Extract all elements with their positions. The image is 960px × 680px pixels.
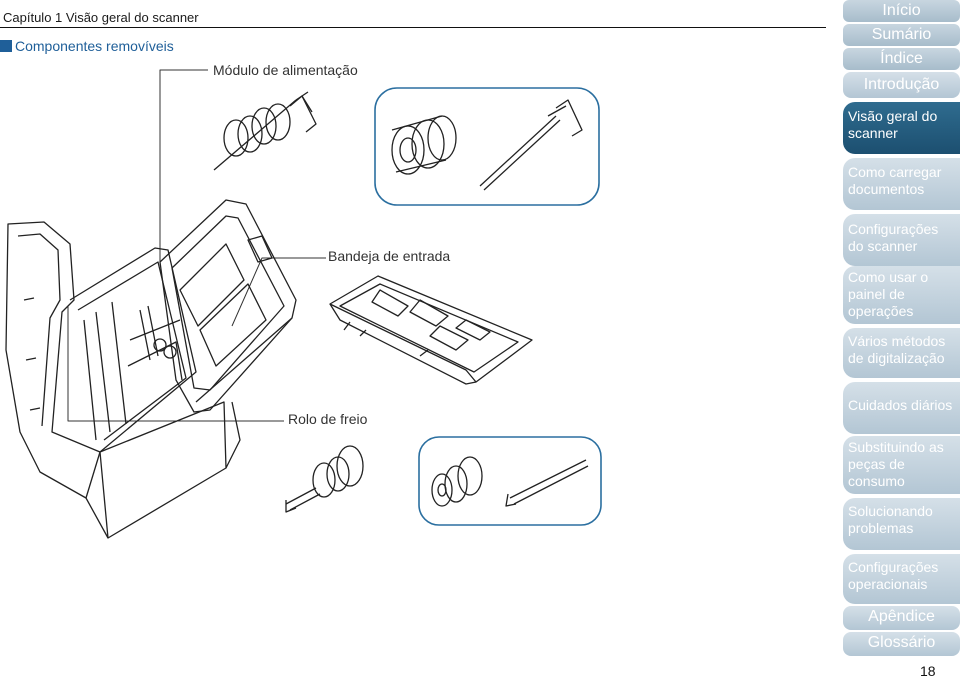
nav-daily-care[interactable]: Cuidados diários [843, 382, 960, 434]
nav-contents[interactable]: Sumário [843, 24, 960, 46]
nav-appendix[interactable]: Apêndice [843, 606, 960, 630]
callout-feed-module: Módulo de alimentação [213, 62, 358, 78]
section-marker-icon [0, 40, 12, 52]
brake-roller-detail-icon [431, 456, 589, 507]
nav-home[interactable]: Início [843, 0, 960, 22]
nav-replacing-consumables[interactable]: Substituindo as peças de consumo [843, 436, 960, 494]
nav-troubleshooting[interactable]: Solucionando problemas [843, 498, 960, 550]
nav-operational-settings[interactable]: Configurações operacionais [843, 554, 960, 604]
nav-scanner-settings[interactable]: Configurações do scanner [843, 214, 960, 266]
brake-roller-left-icon [285, 445, 364, 513]
nav-index[interactable]: Índice [843, 48, 960, 70]
scanner-illustration [5, 69, 602, 539]
nav-glossary[interactable]: Glossário [843, 632, 960, 656]
nav-scanner-overview[interactable]: Visão geral do scanner [843, 102, 960, 154]
input-tray-icon [329, 275, 533, 385]
feed-module-left-icon [213, 91, 317, 171]
callout-input-tray: Bandeja de entrada [328, 248, 451, 264]
feed-module-detail-frame [374, 87, 600, 206]
page-number: 18 [920, 663, 936, 679]
nav-scanning-methods[interactable]: Vários métodos de digitalização [843, 328, 960, 378]
scanner-lid-icon [159, 199, 297, 413]
chapter-heading: Capítulo 1 Visão geral do scanner [3, 10, 199, 25]
callout-brake-roller: Rolo de freio [288, 411, 368, 427]
nav-loading-documents[interactable]: Como carregar documentos [843, 158, 960, 210]
leader-lines [67, 69, 326, 422]
nav-introduction[interactable]: Introdução [843, 72, 960, 98]
section-title: Componentes removíveis [0, 38, 174, 54]
feed-module-detail-icon [391, 99, 583, 191]
brake-roller-detail-frame [418, 436, 602, 526]
navigation-sidebar: Início Sumário Índice Introdução Visão g… [843, 0, 960, 680]
nav-operator-panel[interactable]: Como usar o painel de operações [843, 266, 960, 324]
scanner-body-icon [5, 221, 241, 539]
section-title-text: Componentes removíveis [15, 38, 174, 54]
header-rule [0, 27, 826, 28]
